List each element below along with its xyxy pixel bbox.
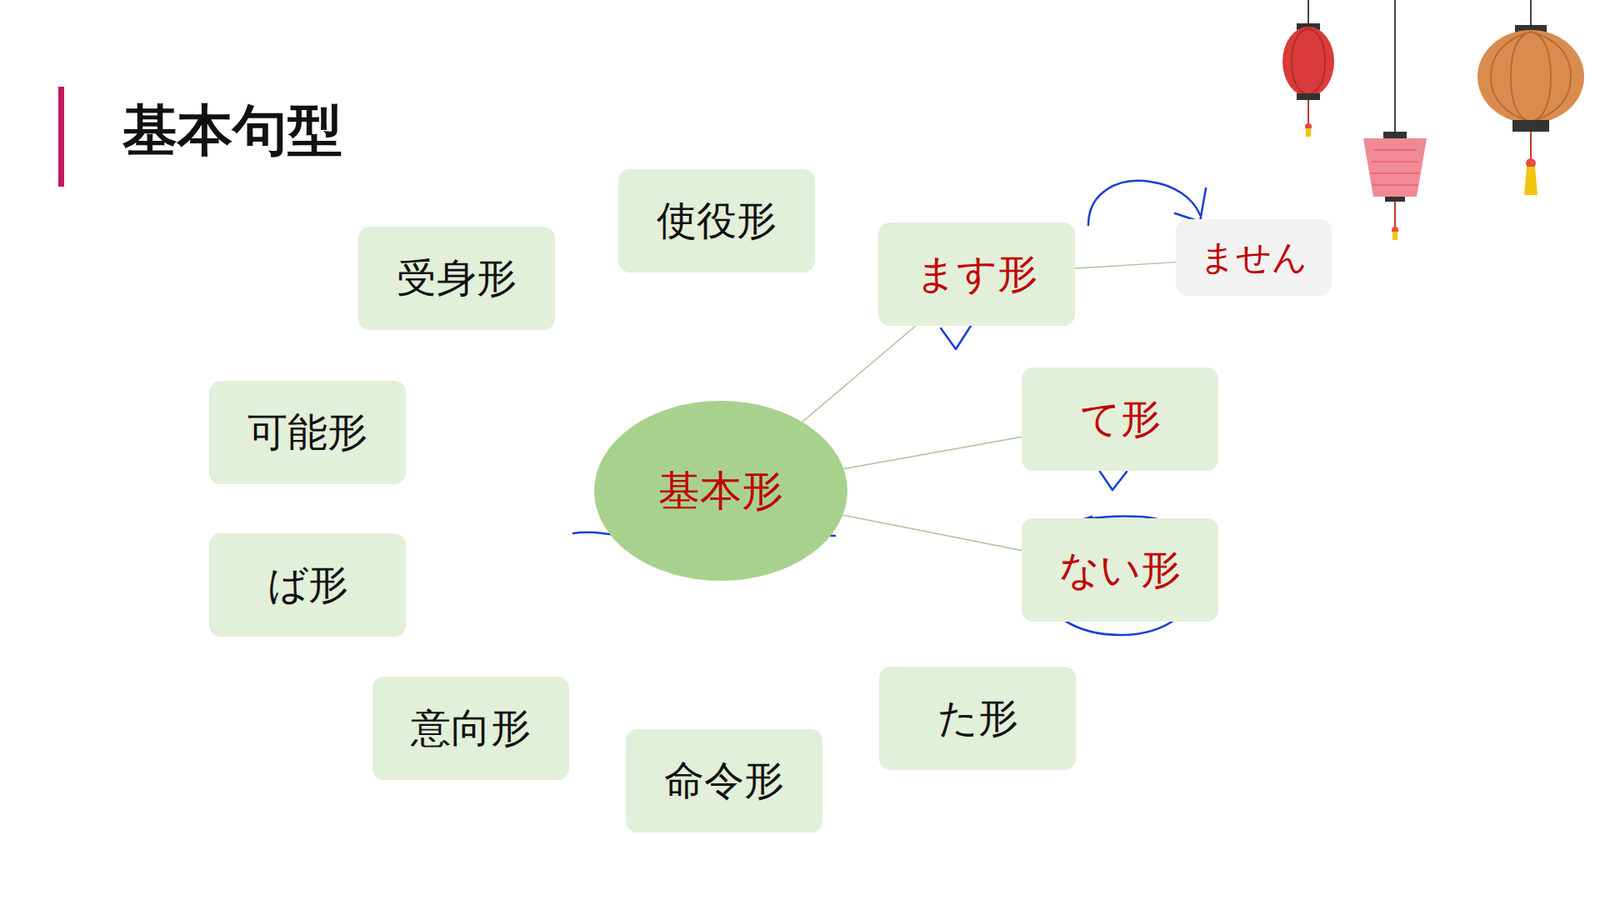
node-label: ない形 (1059, 545, 1181, 595)
node-label: た形 (937, 694, 1019, 743)
form-box: ない形 (1021, 518, 1219, 622)
node-label: 受身形 (396, 254, 517, 303)
node-label: 可能形 (247, 408, 368, 457)
connector-line (802, 325, 916, 422)
form-box: 命令形 (625, 729, 823, 833)
form-box: た形 (879, 666, 1076, 770)
form-box: ません (1175, 219, 1332, 296)
form-box: ます形 (878, 222, 1075, 326)
node-label: 命令形 (664, 756, 785, 805)
node-label: ません (1200, 236, 1308, 279)
ellipse-fill (594, 400, 848, 581)
form-box: 受身形 (358, 226, 555, 330)
form-box: て形 (1021, 367, 1219, 471)
lantern-illustration (1282, 0, 1585, 240)
slide-title: 基本句型 (122, 93, 343, 169)
connector-line (1075, 262, 1176, 269)
node-label: 意向形 (410, 704, 531, 753)
node-label: ます形 (915, 250, 1038, 299)
connector-line (843, 436, 1022, 469)
form-box: 使役形 (618, 169, 815, 273)
accent-bar (58, 86, 65, 187)
form-box: ば形 (209, 533, 406, 637)
node-label: 使役形 (656, 196, 777, 245)
form-box: 可能形 (209, 380, 406, 485)
form-box: 意向形 (372, 676, 570, 780)
node-label: て形 (1080, 395, 1161, 444)
center-ellipse: 基本形 (594, 400, 848, 581)
node-label: ば形 (267, 560, 349, 610)
connector-line (842, 515, 1022, 551)
node-label: 基本形 (658, 465, 784, 516)
